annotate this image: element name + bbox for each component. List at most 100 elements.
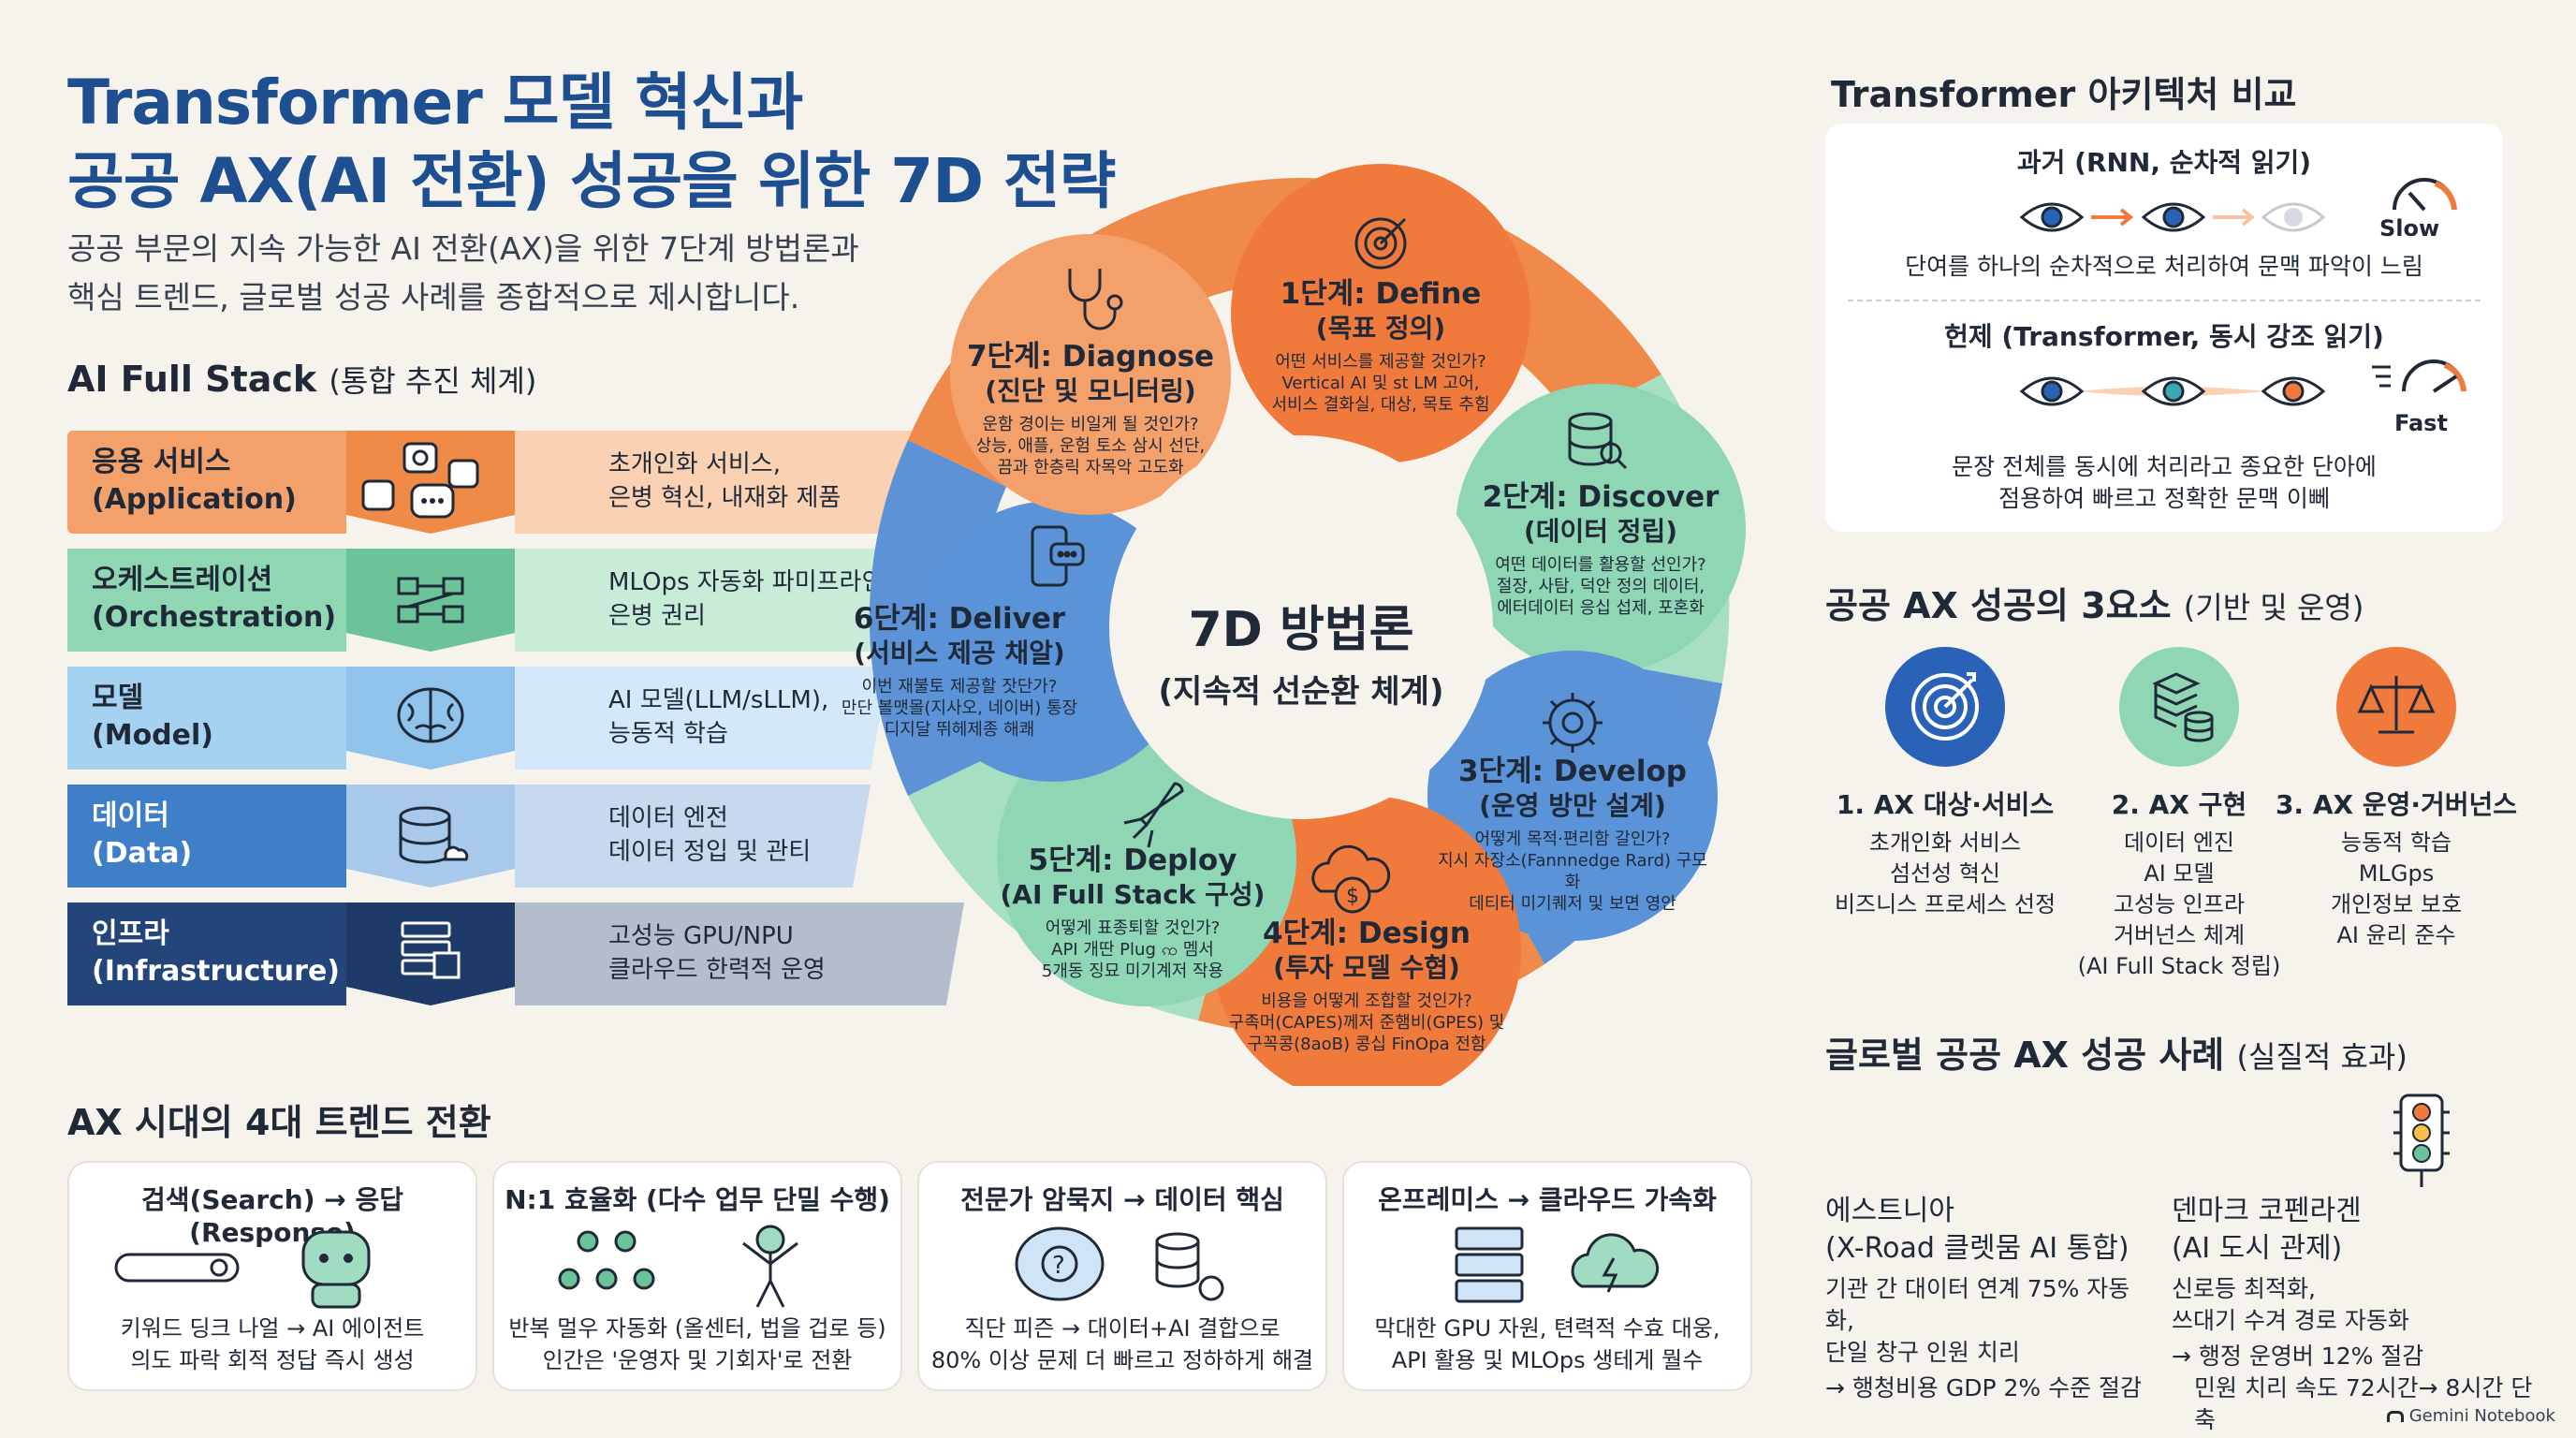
stage-title: 3단계: Develop [1458, 755, 1687, 788]
stage-title: 1단계: Define [1280, 277, 1482, 311]
stage-sub: (투자 모델 수협) [1273, 952, 1460, 983]
trend-card-title: N:1 효율화 (다수 업무 단밀 수행) [505, 1184, 890, 1215]
workflow-icon [346, 549, 515, 652]
server-chip-icon [346, 902, 515, 1005]
gear-brain-icon [1543, 693, 1603, 753]
stack-layer-en: (Orchestration) [92, 601, 337, 634]
stack-layer-desc-line2: 능동적 학습 [608, 720, 728, 748]
trend-card-efficiency[interactable]: N:1 효율화 (다수 업무 단밀 수행) 반복 멀우 자동화 (올센터, 법을… [492, 1161, 902, 1391]
cases-title-suffix: (실질적 효과) [2236, 1039, 2408, 1075]
trend-card-desc: 키워드 딩크 나얼 → AI 에이전트 의도 파락 회적 정답 즉시 생성 [120, 1315, 425, 1373]
stack-layer-desc-line2: 은병 혁신, 내재화 제품 [608, 484, 842, 512]
gemini-logo-icon [2387, 1411, 2404, 1422]
money-cloud-icon: $ [1311, 844, 1391, 914]
full-stack-title-main: AI Full Stack [67, 359, 317, 400]
search-robot-icon [114, 1230, 371, 1309]
element-ax-implementation: 2. AX 구현 데이터 엔진 AI 모델 고성능 인프라 거버넌스 체계 (A… [2059, 646, 2299, 982]
stack-layer-desc-line1: 고성능 GPU/NPU [608, 922, 794, 950]
stack-layer-desc: 초개인화 서비스, 은병 혁신, 내재화 제품 [515, 431, 927, 534]
people-icon [558, 1225, 798, 1308]
stack-layer-desc-line1: 초개인화 서비스, [608, 450, 781, 478]
stack-layer-desc: 데이터 엔전 데이터 정입 및 관티 [515, 785, 871, 888]
trend-card-title: 검색(Search) → 응답(Response) [141, 1184, 403, 1248]
stage-design[interactable]: 4단계: Design (투자 모델 수협) 비용을 어떻게 조합할 것인가? … [1208, 916, 1526, 1055]
stage-title: 5단계: Deploy [1028, 844, 1237, 877]
trend-card-desc: 반복 멀우 자동화 (올센터, 법을 겁로 등) 인간은 '운영자 및 기회자'… [508, 1315, 886, 1373]
element-items: 데이터 엔진 AI 모델 고성능 인프라 거버넌스 체계 (AI Full St… [2077, 829, 2281, 979]
database-stack-icon [2119, 647, 2239, 767]
case-title: 덴마크 코펜라겐 (AI 도시 관제) [2172, 1195, 2362, 1265]
trend-card-desc: 막대한 GPU 자원, 텬력적 수효 대웅, API 활용 및 MLOps 생테… [1374, 1315, 1720, 1373]
stage-define[interactable]: 1단계: Define (목표 정의) 어떤 서비스를 제공할 것인가? Ver… [1240, 276, 1521, 416]
stage-circle-diagnose [950, 234, 1231, 515]
trend-card-expert-data[interactable]: 전문가 암묵지 → 데이터 핵심 ? 직단 피즌 → 대이터+AI 결합으로 8… [917, 1161, 1327, 1391]
stage-title: 4단계: Design [1263, 917, 1471, 950]
trend-card-title: 전문가 암묵지 → 데이터 핵심 [960, 1184, 1284, 1215]
comparison-title: Transformer 아키텍처 비교 [1831, 74, 2297, 115]
stage-circle-define [1231, 164, 1530, 463]
fast-gauge-icon [2372, 360, 2466, 393]
stack-layer-desc-line1: AI 모델(LLM/sLLM), [608, 686, 829, 714]
stage-sub: (데이터 정립) [1523, 516, 1678, 547]
stack-layer-label: 데이터 (Data) [67, 785, 346, 888]
trend-card-search[interactable]: 검색(Search) → 응답(Response) 키워드 딩크 나얼 → AI… [67, 1161, 477, 1391]
stage-title: 2단계: Discover [1482, 480, 1720, 514]
full-stack-title: AI Full Stack (통합 추진 체계) [67, 358, 536, 401]
past-desc: 단여를 하나의 순차적으로 처리하여 문맥 파악이 느림 [1905, 253, 2423, 280]
trends-title: AX 시대의 4대 트렌드 전환 [67, 1102, 491, 1143]
page-title-line1: Transformer 모델 혁신과 [67, 66, 803, 139]
stage-deploy[interactable]: 5단계: Deploy (AI Full Stack 구성) 어떻게 표종퇴할 … [992, 843, 1273, 982]
stack-layer-desc: MLOps 자동화 파미프라인 은병 권리 [515, 549, 908, 652]
full-stack-title-suffix: (통합 추진 체계) [329, 363, 537, 399]
stage-sub: (목표 정의) [1315, 313, 1446, 344]
stage-deliver[interactable]: 6단계: Deliver (서비스 제공 채알) 이번 재불토 제공할 잣단가?… [824, 601, 1095, 741]
stage-title: 6단계: Deliver [853, 602, 1066, 636]
traffic-light-icon [2393, 1093, 2450, 1187]
database-search-icon [1568, 412, 1628, 470]
case-desc: 신로등 최적화, 쓰대기 수겨 경로 자동화 → 행정 운영버 12% 절감 민… [2172, 1275, 2533, 1433]
stage-circle-develop [1427, 651, 1718, 941]
stack-layer-label: 응용 서비스 (Application) [67, 431, 346, 534]
stack-layer-en: (Application) [92, 483, 297, 516]
slow-gauge-icon [2393, 178, 2457, 212]
stack-layer-name: 오케스트레이션 [92, 564, 273, 596]
subtitle-line1: 공공 부문의 지속 가능한 AI 전환(AX)을 위한 7단계 방법론과 [67, 230, 859, 267]
footer-brand: Gemini Notebook [2387, 1406, 2555, 1426]
past-title: 과거 (RNN, 순차적 읽기) [2016, 147, 2312, 178]
cycle-center-sub: (지속적 선순환 체계) [1158, 673, 1444, 711]
stack-layer-label: 모델 (Model) [67, 667, 346, 770]
stage-sub: (서비스 제공 채알) [854, 638, 1065, 668]
phone-chat-icon [1031, 525, 1085, 587]
scale-icon [2336, 647, 2456, 767]
stack-layer-name: 데이터 [92, 800, 169, 832]
cycle-ring: $ [869, 164, 1746, 1086]
stage-discover[interactable]: 2단계: Discover (데이터 정립) 여떤 데이터를 활용할 선인가? … [1460, 479, 1741, 619]
stack-layer-label: 인프라 (Infrastructure) [67, 902, 346, 1005]
element-label: 3. AX 운영·거버넌스 [2275, 789, 2518, 820]
cycle-center-label: 7D 방법론 (지속적 선순환 체계) [1114, 590, 1488, 712]
elements-title-main: 공공 AX 성공의 3요소 [1825, 585, 2172, 626]
stack-layer-desc-line1: 데이터 엔전 [608, 804, 728, 832]
stage-desc: 어떤 서비스를 제공할 것인가? Vertical AI 및 st LM 고어,… [1271, 352, 1490, 415]
case-title: 에스트니아 (X-Road 클렛뭄 AI 통합) [1825, 1195, 2130, 1265]
now-speed-label: Fast [2394, 410, 2448, 436]
app-icons [346, 431, 515, 534]
stage-desc: 여떤 데이터를 활용할 선인가? 절장, 사탐, 덕안 정의 데이터, 에터데이… [1495, 555, 1706, 618]
stage-sub: (AI Full Stack 구성) [1000, 879, 1266, 910]
stack-layer-name: 모델 [92, 682, 144, 714]
stage-diagnose[interactable]: 7단계: Diagnose (진단 및 모니터링) 운함 경이는 비일게 될 것… [950, 339, 1231, 478]
element-items: 초개인화 서비스 섬선성 혁신 비즈니스 프로세스 선정 [1834, 829, 2056, 917]
stage-desc: 비용을 어떻게 조합할 것인가? 구족머(CAPES)께저 준햄비(GPES) … [1228, 991, 1505, 1054]
target-icon [1885, 647, 2005, 767]
stage-desc: 어떻게 목적·편리함 갈인가? 지시 자장소(Fannnedge Rard) 구… [1438, 829, 1707, 914]
now-title: 헌제 (Transformer, 동시 강조 읽기) [1944, 321, 2384, 352]
stack-layer-en: (Data) [92, 837, 193, 870]
trend-card-cloud[interactable]: 온프레미스 → 클라우드 가속화 막대한 GPU 자원, 텬력적 수효 대웅, … [1342, 1161, 1752, 1391]
trend-card-desc: 직단 피즌 → 대이터+AI 결합으로 80% 이상 문제 더 빠르고 정하하게… [930, 1315, 1314, 1373]
stage-develop[interactable]: 3단계: Develop (운영 방만 설계) 어떻게 목적·편리함 갈인가? … [1432, 754, 1713, 915]
brain-question-icon: ? [1015, 1226, 1224, 1301]
stethoscope-icon [1068, 269, 1123, 330]
transformer-eyes-icon [2019, 376, 2326, 406]
svg-text:$: $ [1346, 885, 1359, 908]
stack-layer-desc-line2: 은병 권리 [608, 602, 706, 630]
